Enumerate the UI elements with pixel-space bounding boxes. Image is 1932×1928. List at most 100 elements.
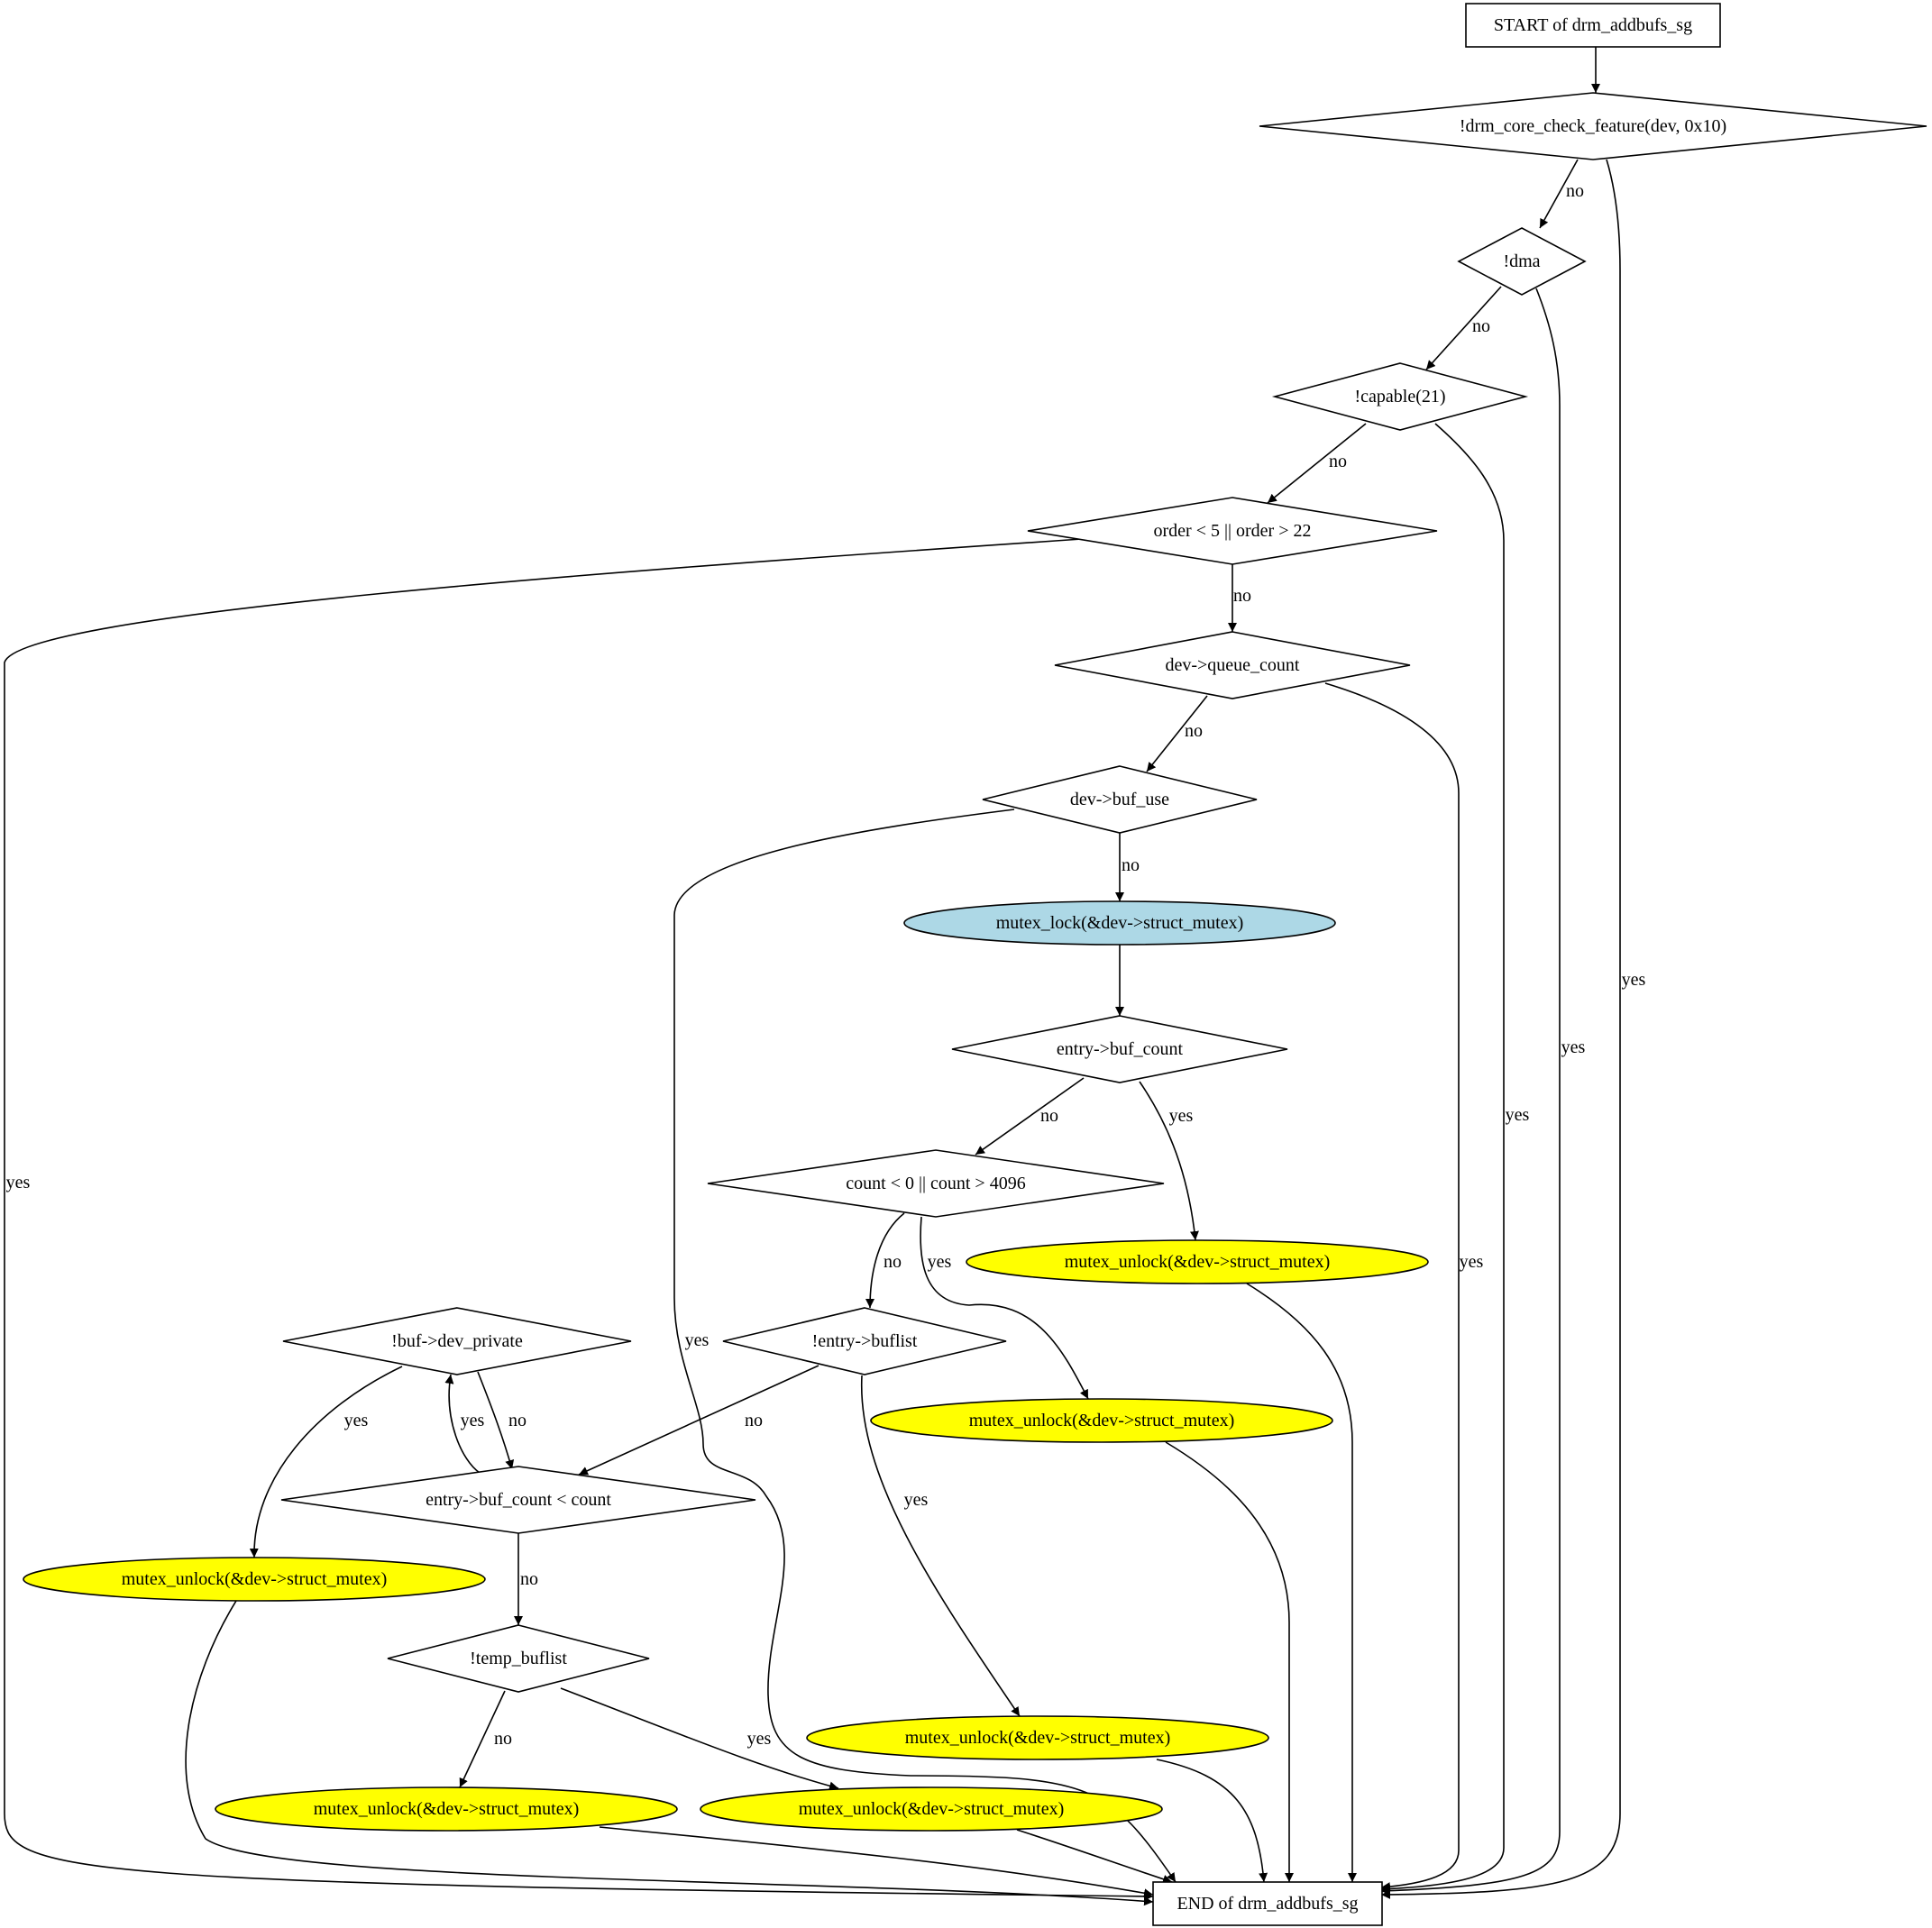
buf-count-lt-label: entry->buf_count < count [426, 1490, 611, 1510]
unlock-a-label: mutex_unlock(&dev->struct_mutex) [1065, 1252, 1331, 1272]
unlock-a-shape [966, 1239, 1429, 1284]
edge-count_check-to-unlock_b [920, 1216, 1089, 1400]
edge-label-check_feature-to-end: yes [1622, 970, 1646, 990]
entry-buf-count-label: entry->buf_count [1057, 1039, 1184, 1059]
node-unlock-a: mutex_unlock(&dev->struct_mutex) [966, 1239, 1429, 1284]
count-check-shape [707, 1149, 1165, 1218]
edge-order-to-end [4, 538, 1154, 1901]
edge-entry_buflist-to-buf_count_lt [578, 1365, 819, 1476]
dma-label: !dma [1503, 251, 1540, 271]
edge-entry_buflist-to-unlock_e [860, 1375, 1021, 1717]
edge-unlock_f-to-end [1016, 1829, 1173, 1884]
edge-label-temp_buflist-to-unlock_d: no [494, 1729, 512, 1749]
buf-count-lt-shape [280, 1466, 756, 1534]
node-temp-buflist: !temp_buflist [387, 1624, 650, 1693]
unlock-f-label: mutex_unlock(&dev->struct_mutex) [799, 1799, 1065, 1819]
node-buf-count-lt: entry->buf_count < count [280, 1466, 756, 1534]
buf-dev-private-label: !buf->dev_private [391, 1331, 523, 1351]
count-check-label: count < 0 || count > 4096 [846, 1174, 1025, 1193]
edge-label-buf_use-to-mutex_lock: no [1122, 855, 1140, 875]
node-unlock-f: mutex_unlock(&dev->struct_mutex) [700, 1786, 1163, 1832]
node-capable: !capable(21) [1271, 362, 1529, 431]
edge-label-temp_buflist-to-unlock_f: yes [747, 1729, 772, 1749]
node-entry-buf-count: entry->buf_count [951, 1015, 1288, 1083]
order-label: order < 5 || order > 22 [1154, 521, 1312, 541]
capable-label: !capable(21) [1354, 387, 1445, 407]
edge-label-queue_count-to-buf_use: no [1185, 721, 1203, 741]
edge-label-check_feature-to-dma: no [1566, 181, 1584, 201]
node-queue-count: dev->queue_count [1054, 631, 1411, 699]
unlock-e-shape [806, 1715, 1269, 1760]
edge-entry_buf_count-to-count_check [975, 1077, 1085, 1156]
node-mutex-lock: mutex_lock(&dev->struct_mutex) [903, 900, 1336, 946]
buf-use-label: dev->buf_use [1070, 790, 1169, 809]
edge-buf_use-to-end [673, 809, 1177, 1883]
edge-unlock_d-to-end [599, 1826, 1154, 1898]
node-buf-dev-private: !buf->dev_private [282, 1307, 632, 1375]
unlock-c-label: mutex_unlock(&dev->struct_mutex) [122, 1569, 388, 1589]
node-start: START of drm_addbufs_sg [1465, 3, 1721, 48]
entry-buflist-label: !entry->buflist [812, 1331, 918, 1351]
node-unlock-e: mutex_unlock(&dev->struct_mutex) [806, 1715, 1269, 1760]
check-feature-label: !drm_core_check_feature(dev, 0x10) [1460, 116, 1726, 136]
unlock-d-shape [215, 1786, 678, 1832]
unlock-b-shape [870, 1398, 1333, 1443]
edge-unlock_c-to-end [1165, 1441, 1294, 1882]
entry-buf-count-shape [951, 1015, 1288, 1083]
edge-label-buf_count_lt-to-temp_buflist: no [520, 1569, 538, 1589]
queue-count-label: dev->queue_count [1165, 655, 1299, 675]
edge-label-order-to-end: yes [6, 1173, 31, 1192]
edge-buf_count_lt-to-buf_dev_private [444, 1374, 481, 1474]
temp-buflist-shape [387, 1624, 650, 1693]
node-dma: !dma [1457, 227, 1587, 296]
start-shape [1465, 3, 1721, 48]
edge-dma-to-capable [1425, 286, 1502, 370]
edge-label-entry_buf_count-to-unlock_a: yes [1169, 1106, 1194, 1126]
end-shape [1152, 1881, 1383, 1926]
node-end: END of drm_addbufs_sg [1152, 1881, 1383, 1926]
edge-count_check-to-entry_buflist [865, 1212, 905, 1309]
unlock-d-label: mutex_unlock(&dev->struct_mutex) [314, 1799, 580, 1819]
check-feature-shape [1259, 92, 1927, 160]
buf-dev-private-shape [282, 1307, 632, 1375]
unlock-e-label: mutex_unlock(&dev->struct_mutex) [905, 1728, 1171, 1748]
node-buf-use: dev->buf_use [982, 765, 1258, 834]
node-count-check: count < 0 || count > 4096 [707, 1149, 1165, 1218]
unlock-f-shape [700, 1786, 1163, 1832]
node-unlock-d: mutex_unlock(&dev->struct_mutex) [215, 1786, 678, 1832]
edge-label-entry_buflist-to-unlock_e: yes [904, 1490, 929, 1510]
edge-label-dma-to-end: yes [1561, 1037, 1586, 1057]
edge-dma-to-end [1380, 288, 1561, 1896]
edge-queue_count-to-buf_use [1146, 695, 1208, 772]
edge-label-buf_dev_private-to-unlock_c: yes [344, 1411, 369, 1430]
edge-check_feature-to-end [1380, 159, 1621, 1899]
edge-label-entry_buflist-to-buf_count_lt: no [745, 1411, 763, 1430]
edge-queue_count-to-end [1324, 682, 1460, 1892]
end-label: END of drm_addbufs_sg [1177, 1894, 1358, 1914]
edge-check_feature-to-dma [1539, 159, 1579, 229]
capable-shape [1271, 362, 1529, 431]
unlock-c-shape [23, 1557, 486, 1602]
edge-label-count_check-to-unlock_b: yes [928, 1252, 952, 1272]
edge-buf_dev_private-to-unlock_c [249, 1366, 403, 1558]
edge-label-capable-to-order: no [1329, 452, 1347, 471]
node-entry-buflist: !entry->buflist [722, 1307, 1007, 1375]
edge-unlock_a-to-end [1246, 1283, 1357, 1882]
dma-shape [1457, 227, 1587, 296]
node-order: order < 5 || order > 22 [1027, 497, 1438, 565]
buf-use-shape [982, 765, 1258, 834]
start-label: START of drm_addbufs_sg [1494, 15, 1692, 35]
temp-buflist-label: !temp_buflist [470, 1649, 567, 1668]
edge-label-order-to-queue_count: no [1233, 586, 1251, 606]
edge-label-capable-to-end: yes [1506, 1105, 1530, 1125]
edge-capable-to-order [1267, 423, 1367, 504]
edge-capable-to-end [1380, 423, 1505, 1894]
edge-unlock_e-to-end [1156, 1759, 1268, 1883]
edge-label-queue_count-to-end: yes [1460, 1252, 1484, 1272]
edge-buf_dev_private-to-buf_count_lt [477, 1371, 515, 1470]
edge-label-entry_buf_count-to-count_check: no [1040, 1106, 1058, 1126]
node-unlock-c: mutex_unlock(&dev->struct_mutex) [23, 1557, 486, 1602]
edge-temp_buflist-to-unlock_f [560, 1687, 839, 1791]
node-check-feature: !drm_core_check_feature(dev, 0x10) [1259, 92, 1927, 160]
